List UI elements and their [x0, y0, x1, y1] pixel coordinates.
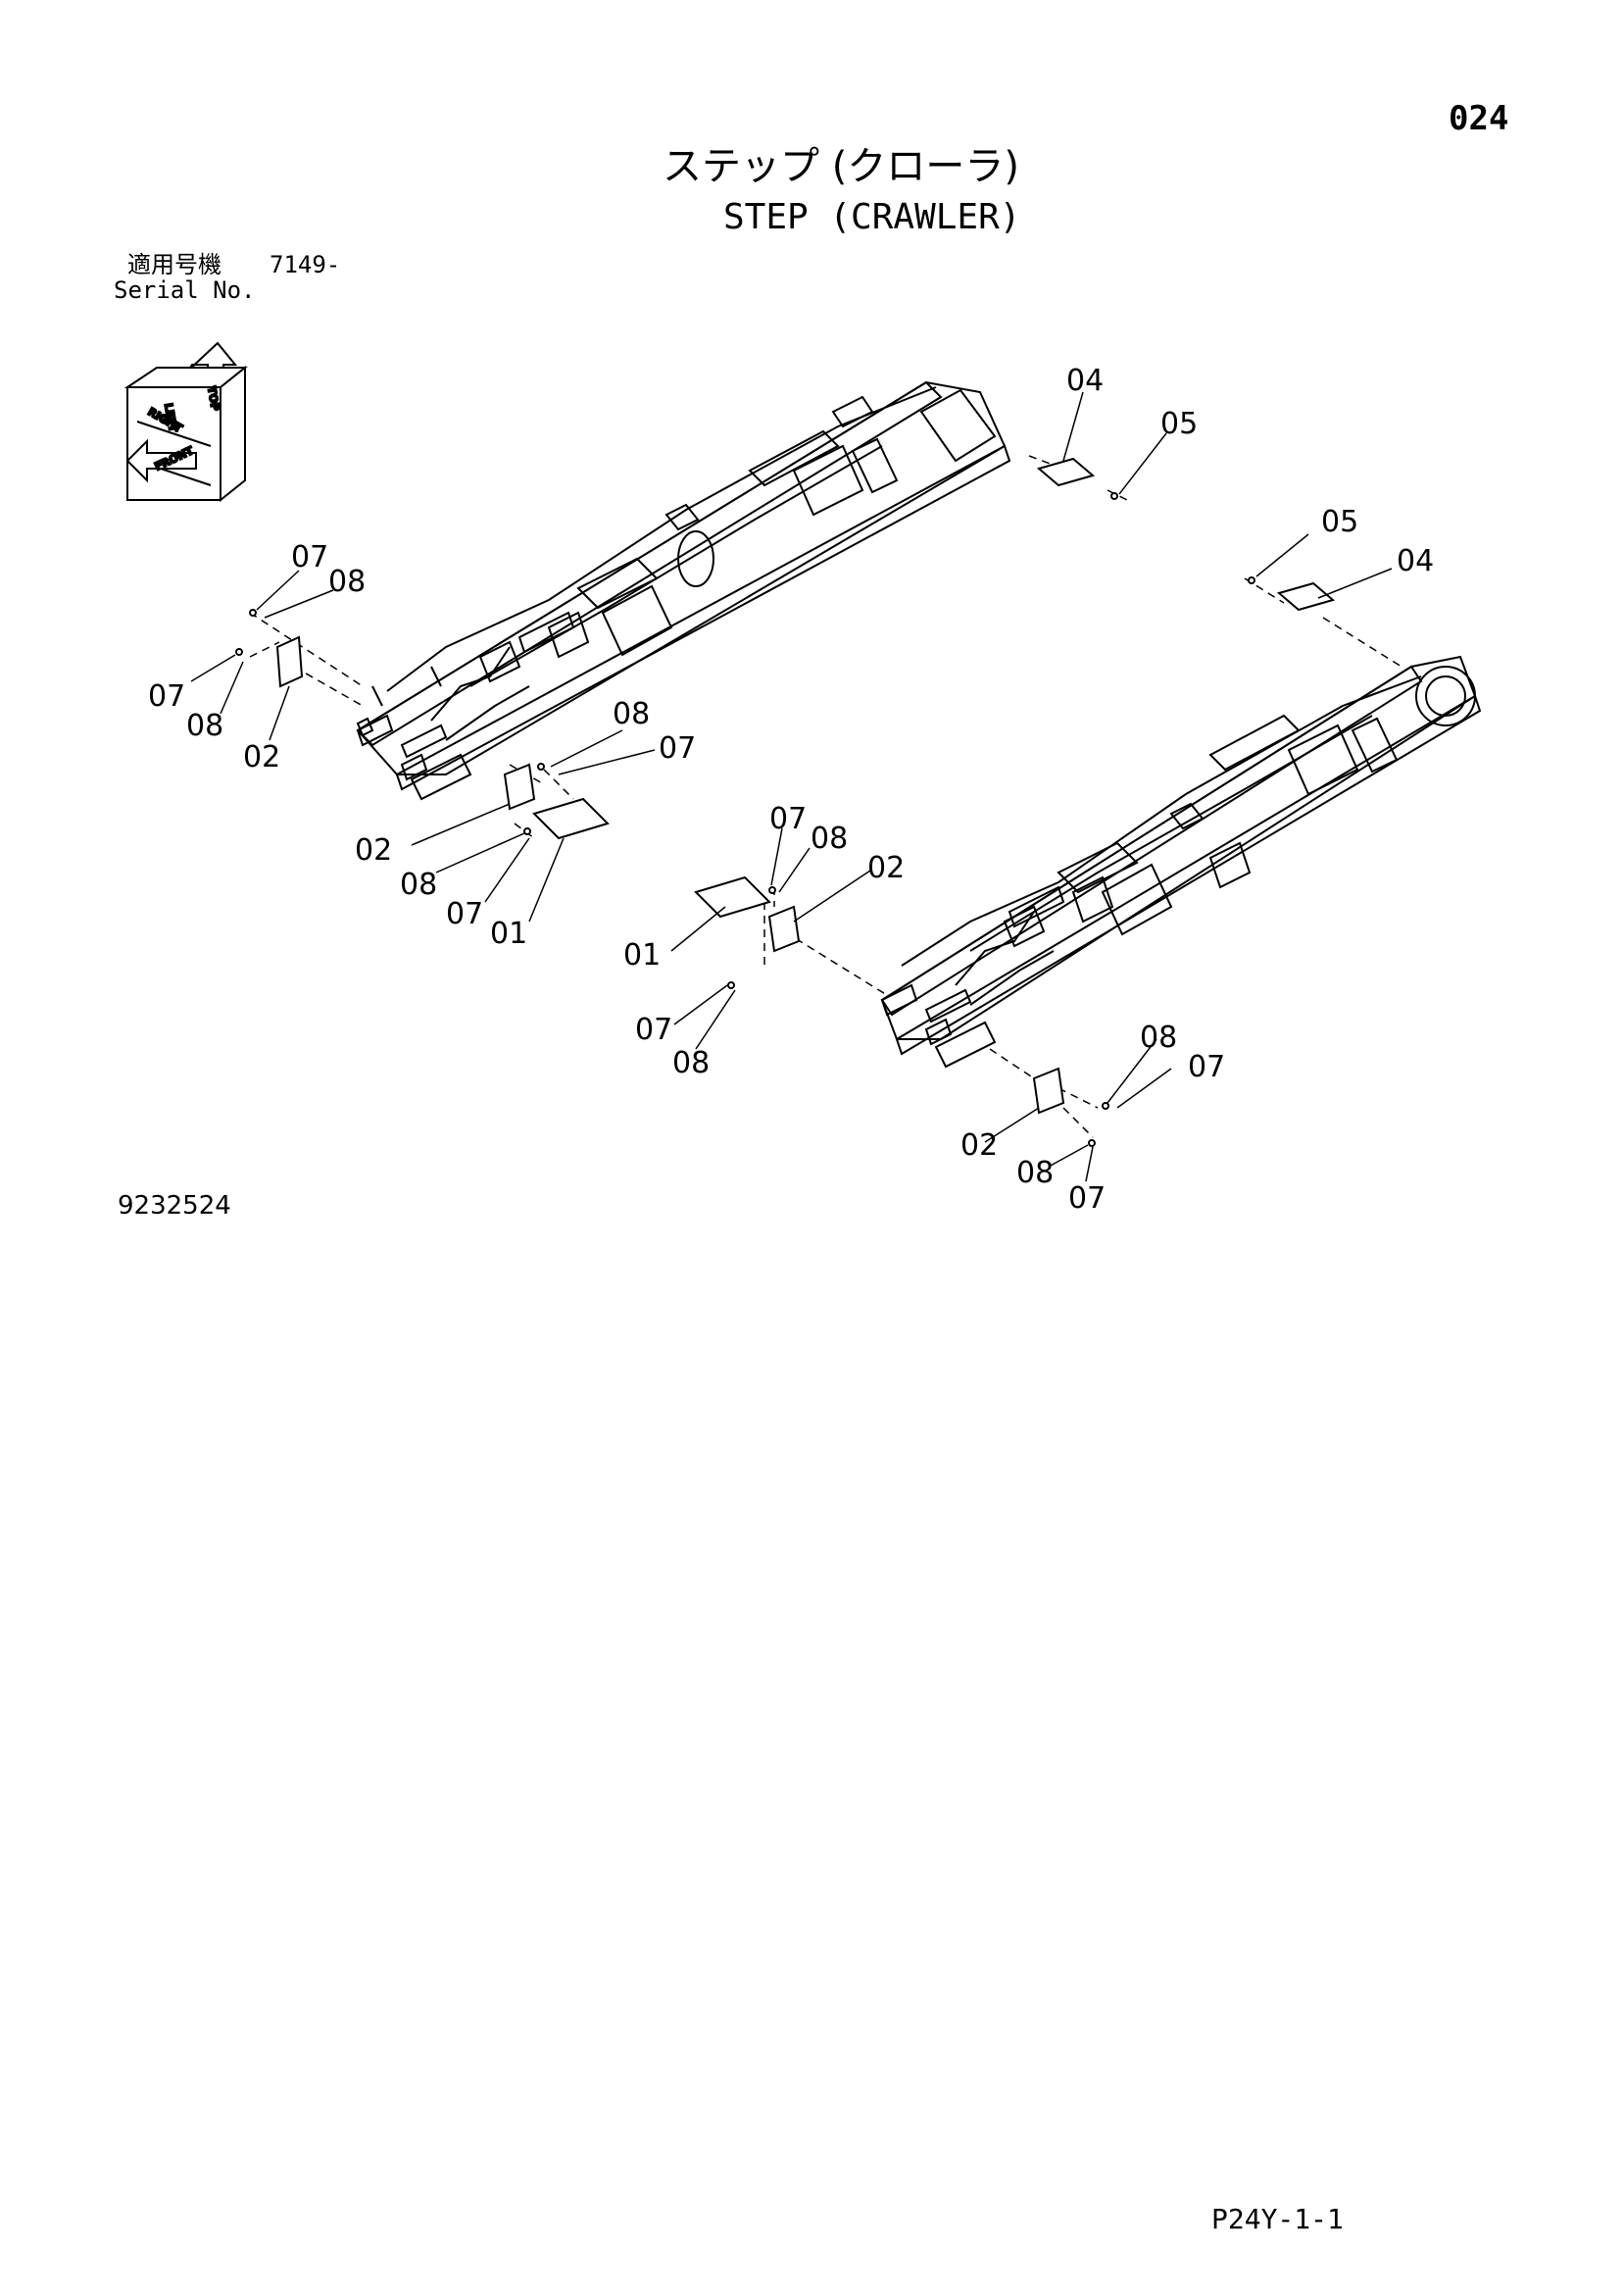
callout-07: 07: [659, 731, 696, 766]
callout-08: 08: [1140, 1021, 1177, 1055]
serial-label-japanese: 適用号機: [127, 251, 221, 278]
right-crawler-frame: [880, 655, 1482, 1069]
callout-labels: 07 08 07 08 02 08 07 02 08 07 01 04 05 0…: [148, 364, 1434, 1216]
drawing-number: 9232524: [118, 1191, 231, 1221]
bracket-02-b: [503, 763, 536, 811]
bracket-02-a: [275, 635, 304, 688]
left-crawler-frame: [356, 380, 1011, 801]
callout-04: 04: [1066, 364, 1104, 398]
orientation-indicator: TOP RIGHT FRONT LEFT: [123, 341, 248, 503]
callout-08: 08: [613, 697, 650, 731]
callout-08: 08: [1016, 1156, 1054, 1190]
bracket-02-c: [767, 905, 801, 953]
callout-07: 07: [635, 1013, 672, 1047]
page-number: 024: [1449, 99, 1509, 138]
callout-07: 07: [1068, 1181, 1106, 1216]
orientation-label-left: LEFT: [162, 402, 179, 433]
callout-02: 02: [960, 1128, 998, 1163]
callout-01: 01: [623, 938, 661, 973]
bolt-05: [1110, 492, 1118, 500]
callout-05: 05: [1321, 505, 1358, 539]
callout-07: 07: [446, 897, 483, 931]
bracket-02-d: [1032, 1067, 1065, 1115]
callout-02: 02: [355, 833, 392, 868]
step-plate-04-upper: [1036, 457, 1096, 487]
callout-01: 01: [490, 917, 527, 951]
bolt-07: [235, 648, 243, 656]
serial-value: 7149-: [270, 251, 341, 278]
callout-08: 08: [328, 565, 366, 599]
callout-02: 02: [243, 740, 280, 774]
callout-08: 08: [186, 709, 223, 743]
callout-08: 08: [400, 868, 437, 902]
bolt-07: [768, 886, 776, 894]
bolt-07: [537, 763, 545, 771]
callout-02: 02: [867, 851, 905, 885]
bolt-05: [1248, 576, 1255, 584]
callout-05: 05: [1160, 407, 1198, 441]
bolt-07: [1102, 1102, 1109, 1110]
callout-07: 07: [148, 679, 185, 714]
callout-07: 07: [291, 540, 328, 574]
title-english: STEP (CRAWLER): [723, 197, 1021, 237]
leader-lines: [190, 391, 1393, 1182]
step-plate-04-right: [1276, 581, 1336, 612]
parts: [235, 457, 1336, 1147]
bolt-07: [523, 827, 531, 835]
title-japanese: ステップ (クローラ): [663, 144, 1019, 189]
callout-08: 08: [672, 1046, 710, 1080]
orientation-label-top: TOP: [205, 385, 221, 412]
bolt-07: [727, 981, 735, 989]
bolt-07: [1088, 1139, 1096, 1147]
callout-07: 07: [769, 802, 807, 836]
step-plate-01-center: [694, 875, 771, 919]
bolt-07: [249, 609, 257, 617]
callout-08: 08: [811, 822, 848, 856]
sheet-reference: P24Y-1-1: [1211, 2203, 1344, 2235]
step-plate-01-left: [532, 797, 610, 840]
serial-label-english: Serial No.: [114, 276, 256, 304]
callout-04: 04: [1397, 544, 1434, 578]
callout-07: 07: [1188, 1050, 1225, 1084]
